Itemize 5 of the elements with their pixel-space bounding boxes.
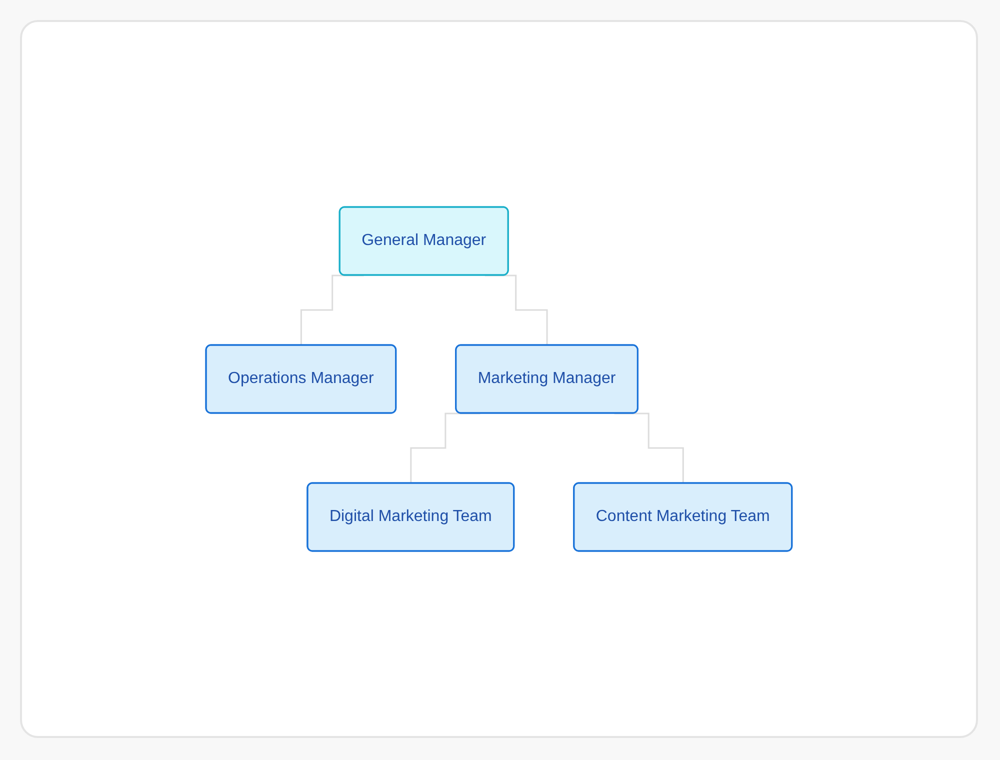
card-background: General Manager Operations Manager Marketing Manager Digital Marketing Team Content Marketing Team (20, 20, 978, 738)
connector (484, 274, 548, 346)
connector (300, 274, 364, 346)
connector (614, 412, 684, 484)
connector (410, 412, 480, 484)
